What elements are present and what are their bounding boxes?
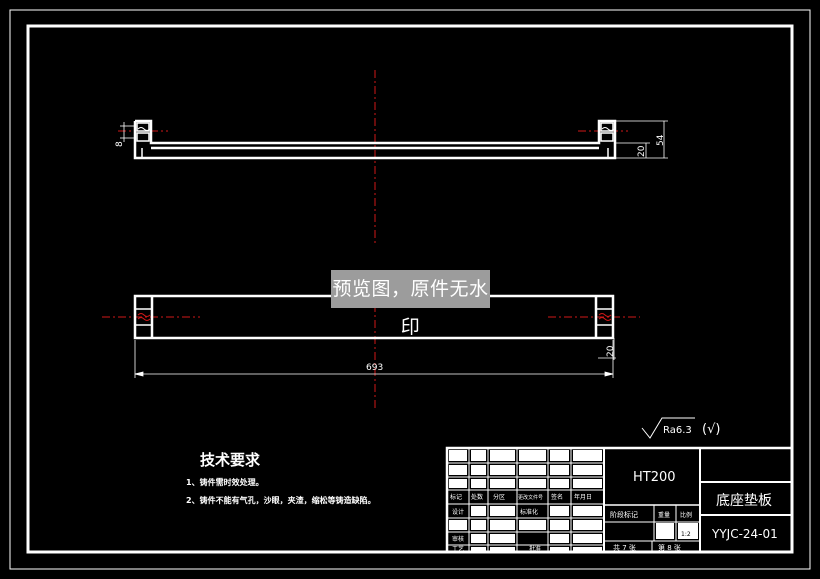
tb-drawing-no: YYJC-24-01 [711, 527, 778, 541]
preview-watermark: 预览图，原件无水印 [331, 270, 490, 338]
center-lines [102, 70, 640, 410]
inner-frame [26, 24, 794, 554]
tb-label-change-doc: 更改文件号 [518, 494, 543, 501]
tb-label-design: 设计 [452, 508, 464, 516]
tb-label-standardization: 标准化 [520, 508, 538, 516]
tb-label-date: 年月日 [574, 493, 592, 501]
dim-top-height-total: 54 [656, 134, 666, 146]
tech-requirement-item-2: 2、铸件不能有气孔，沙眼，夹渣，缩松等铸造缺陷。 [186, 495, 376, 505]
roughness-suffix: (√) [702, 422, 720, 437]
hole-hatch [137, 127, 615, 321]
tb-label-signature: 签名 [551, 493, 563, 501]
tb-weight: 重量 [658, 511, 670, 519]
tb-scale-value: 1:2 [681, 531, 691, 538]
tb-label-approve: 批准 [529, 545, 541, 553]
top-view-dimensions [120, 120, 668, 159]
tb-label-review: 审核 [452, 535, 464, 543]
tb-label-zone: 分区 [493, 493, 505, 501]
dim-bottom-length: 693 [366, 363, 383, 373]
top-view [133, 119, 617, 160]
tb-sheet-no: 第 8 张 [658, 543, 681, 552]
tb-scale-label: 比例 [680, 511, 692, 519]
tb-label-process: 工艺 [452, 545, 464, 553]
dim-bottom-height: 20 [606, 345, 616, 357]
tech-requirements-title: 技术要求 [200, 451, 261, 469]
surface-roughness-symbol [641, 417, 695, 439]
title-block [445, 446, 794, 554]
tb-stage-mark: 阶段标记 [610, 510, 638, 519]
tb-material: HT200 [633, 470, 676, 485]
roughness-value: Ra6.3 [663, 425, 692, 436]
title-block-labels: 标记 处数 分区 更改文件号 签名 年月日 设计 标准化 审核 工艺 批准 [450, 493, 592, 553]
dim-top-left-small: 8 [115, 141, 125, 147]
bottom-view-dimensions [134, 338, 616, 378]
outer-frame [9, 9, 811, 570]
tb-label-mark: 标记 [450, 493, 462, 501]
dim-top-height-inner: 20 [637, 145, 647, 157]
tb-label-count: 处数 [471, 493, 483, 501]
tech-requirement-item-1: 1、铸件需时效处理。 [186, 477, 264, 487]
title-block-cells [449, 450, 698, 551]
tb-part-name: 底座垫板 [716, 493, 772, 509]
tb-sheets-total: 共 7 张 [613, 543, 636, 552]
